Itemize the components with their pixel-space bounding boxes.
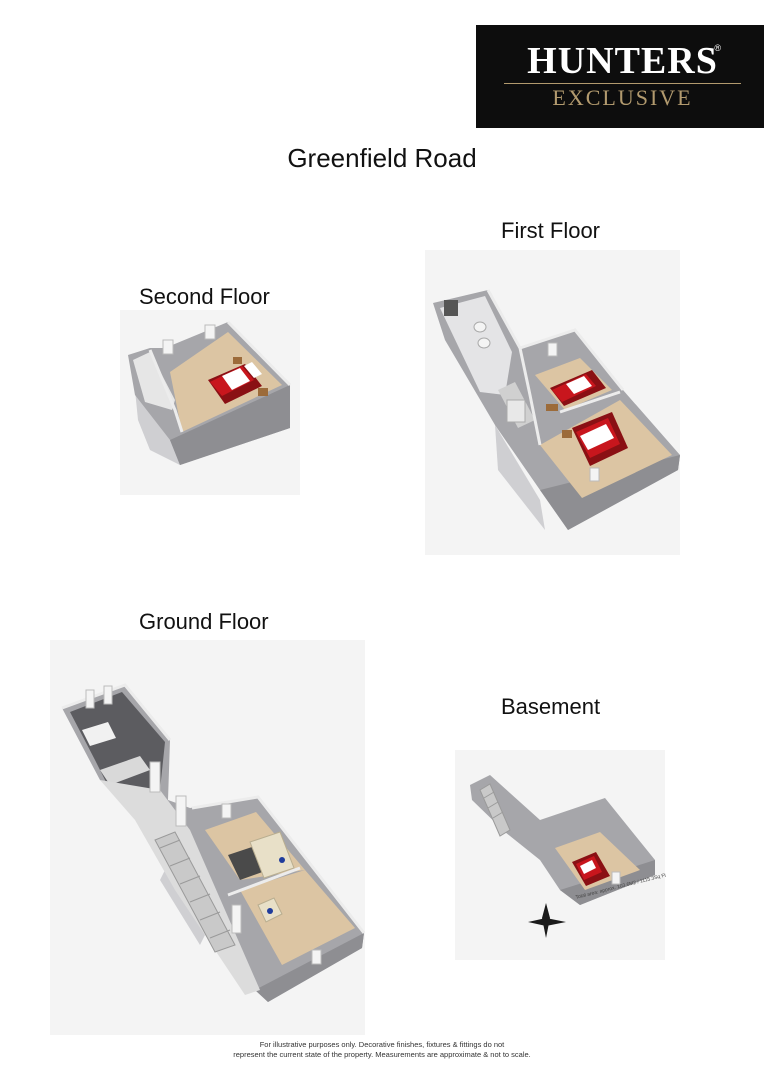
logo-brand-name: HUNTERS [527,40,718,82]
logo-sub-name: EXCLUSIVE [552,85,693,110]
second-floor-label: Second Floor [139,284,270,309]
ground-stairs [154,831,236,953]
ground-floor-label: Ground Floor [139,609,269,634]
hunters-exclusive-logo: HUNTERS ® EXCLUSIVE [476,25,764,128]
first-floor-plan [433,289,680,530]
basement-label: Basement [501,694,601,719]
second-floor-plan [128,320,292,465]
disclaimer-line-2: represent the current state of the prope… [233,1050,531,1059]
compass-icon [528,903,566,938]
basement-stairs [479,783,511,837]
disclaimer: For illustrative purposes only. Decorati… [0,1040,764,1060]
first-floor-label: First Floor [501,218,600,243]
logo-registered-mark: ® [714,43,721,53]
logo-divider [504,83,741,84]
disclaimer-line-1: For illustrative purposes only. Decorati… [259,1040,505,1049]
basement-plan [470,775,655,938]
ground-floor-plan [61,683,366,1002]
page-title: Greenfield Road [287,143,477,173]
